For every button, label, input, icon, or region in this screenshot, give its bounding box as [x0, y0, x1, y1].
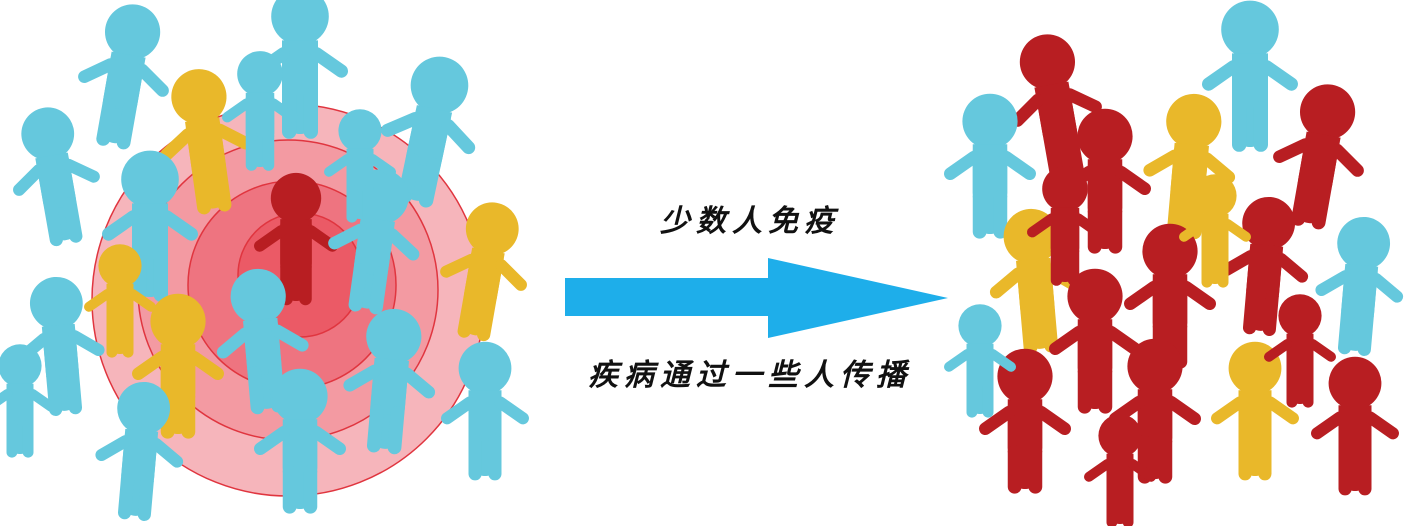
arrow-shape: [565, 258, 948, 338]
person-infected: [1308, 356, 1402, 496]
person-susceptible: [0, 99, 113, 253]
population-after: [941, 0, 1409, 526]
caption-few-immune: 少数人免疫: [660, 204, 840, 239]
arrow: [565, 258, 948, 338]
caption-disease-spread: 疾病通过一些人传播: [588, 358, 912, 393]
person-susceptible: [1307, 213, 1409, 360]
person-susceptible: [64, 0, 186, 156]
person-infected: [1046, 268, 1144, 414]
